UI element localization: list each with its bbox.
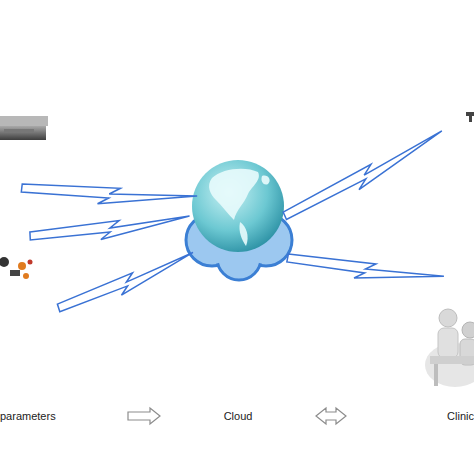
lightning-bolt: [280, 131, 450, 222]
stage-text: Cloud: [160, 410, 316, 422]
clinician-figures: [425, 309, 474, 387]
lightning-bolt: [30, 216, 191, 243]
stage-label: Cloud: [160, 410, 316, 422]
flow-arrow: [128, 408, 160, 424]
globe: [192, 160, 284, 252]
device-fragment: [469, 116, 472, 122]
lightning-bolt: [55, 252, 199, 314]
monitor-device: [0, 116, 48, 140]
device-fragment: [466, 112, 474, 116]
stage-text: parameters: [0, 410, 128, 422]
stage-label: Clinic: [346, 410, 474, 422]
flow-arrow: [316, 408, 346, 424]
stage-label: parameters: [0, 410, 128, 422]
wireless-links: [21, 131, 450, 315]
sensor-devices: [0, 257, 33, 279]
lightning-bolt: [286, 246, 444, 295]
stage-text: Clinic: [346, 410, 474, 422]
lightning-bolt: [21, 176, 197, 215]
